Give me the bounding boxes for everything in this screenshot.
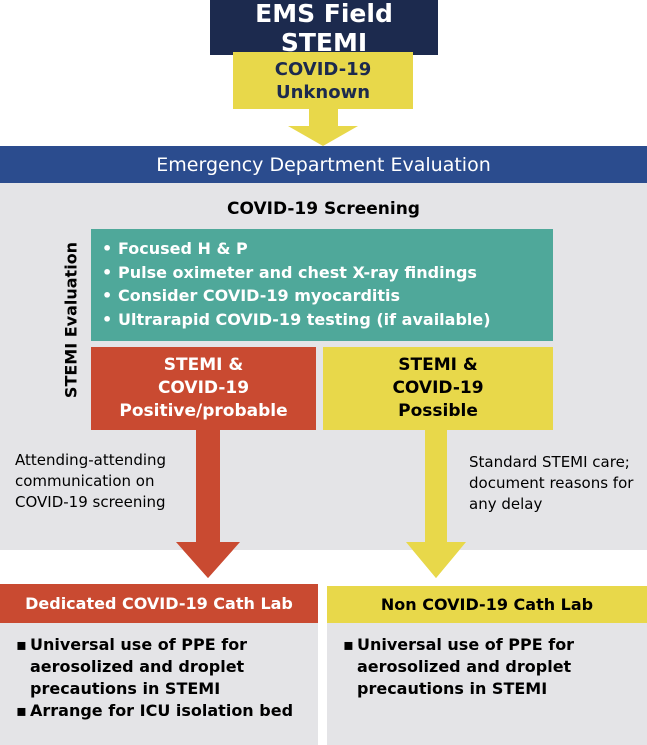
branch-possible-line2: COVID-19 (392, 378, 484, 398)
evaluation-item: •Consider COVID-19 myocarditis (102, 286, 401, 305)
branch-positive-line1: STEMI & (163, 355, 244, 375)
non-covid-cath-lab-bullets: ▪Universal use of PPE for aerosolized an… (341, 634, 641, 700)
arrow-down-red-front (176, 430, 240, 578)
branch-positive-line3: Positive/probable (119, 401, 288, 421)
note-standard-care: Standard STEMI care; document reasons fo… (469, 453, 634, 513)
evaluation-list-box: •Focused H & P •Pulse oximeter and chest… (91, 229, 553, 341)
branch-possible-line3: Possible (398, 401, 478, 421)
ems-field-stemi-box: EMS Field STEMI (210, 0, 438, 57)
non-covid-cath-lab-header: Non COVID-19 Cath Lab (327, 586, 647, 623)
stemi-evaluation-label: STEMI Evaluation (61, 241, 81, 399)
arrow-down-yellow-front (406, 430, 466, 578)
covid-unknown-line1: COVID-19 (274, 58, 372, 80)
evaluation-item: •Ultrarapid COVID-19 testing (if availab… (102, 309, 491, 329)
dedicated-cath-lab-title: Dedicated COVID-19 Cath Lab (25, 594, 293, 613)
ed-header-bar: Emergency Department Evaluation (0, 146, 647, 183)
non-covid-cath-lab-title: Non COVID-19 Cath Lab (380, 595, 594, 614)
covid-unknown-box: COVID-19 Unknown (233, 52, 413, 109)
branch-positive-box: STEMI & COVID-19 Positive/probable (91, 347, 316, 430)
covid-screening-heading: COVID-19 Screening (227, 199, 420, 219)
evaluation-item: •Pulse oximeter and chest X-ray findings (102, 262, 477, 282)
branch-possible-line1: STEMI & (398, 355, 478, 375)
ed-header: Emergency Department Evaluation (156, 153, 491, 176)
non-covid-lab-bullet: ▪Universal use of PPE for aerosolized an… (343, 635, 575, 698)
branch-possible-box: STEMI & COVID-19 Possible (323, 347, 553, 430)
dedicated-cath-lab-body (0, 623, 318, 745)
evaluation-item: •Focused H & P (102, 239, 248, 258)
covid-unknown-line2: Unknown (275, 81, 371, 103)
branch-positive-line2: COVID-19 (157, 378, 250, 398)
dedicated-lab-bullet: ▪Universal use of PPE for aerosolized an… (16, 635, 248, 698)
dedicated-lab-bullet: ▪Arrange for ICU isolation bed (16, 701, 294, 720)
note-attending-communication: Attending-attending communication on COV… (15, 451, 167, 511)
ems-title: EMS Field STEMI (255, 0, 393, 57)
dedicated-cath-lab-header: Dedicated COVID-19 Cath Lab (0, 584, 318, 623)
dedicated-cath-lab-bullets: ▪Universal use of PPE for aerosolized an… (14, 634, 318, 722)
non-covid-cath-lab-body (327, 623, 647, 745)
arrow-down-top (288, 108, 358, 146)
stemi-evaluation-label-wrap: STEMI Evaluation (56, 230, 86, 410)
